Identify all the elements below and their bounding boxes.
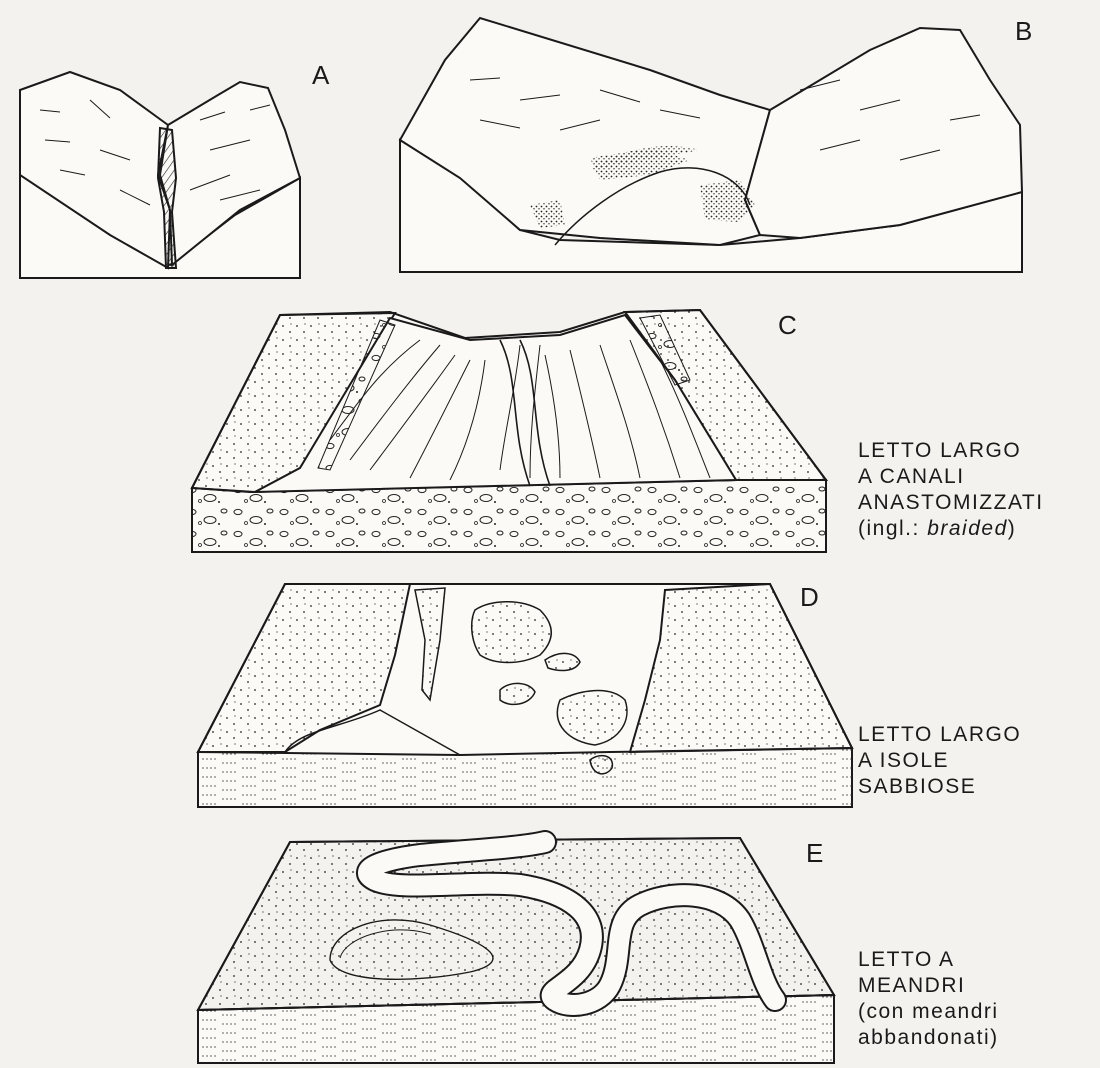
caption-meanders: LETTO A MEANDRI (con meandri abbandonati… — [858, 947, 999, 1051]
panel-c-block — [192, 310, 826, 552]
panel-c-label: C — [778, 310, 798, 341]
caption-line: LETTO LARGO — [858, 722, 1021, 748]
caption-line: ANASTOMIZZATI — [858, 490, 1044, 516]
caption-note-italic: braided — [927, 517, 1008, 540]
caption-note-prefix: (ingl.: — [858, 517, 927, 540]
panel-b-block — [400, 18, 1022, 272]
panel-d-block — [198, 584, 852, 807]
caption-line: A CANALI — [858, 464, 1044, 490]
caption-line: SABBIOSE — [858, 774, 1021, 800]
panel-b-label: B — [1015, 16, 1033, 47]
caption-note: (ingl.: braided) — [858, 516, 1044, 542]
panel-e-block — [198, 838, 834, 1063]
caption-line: MEANDRI — [858, 973, 999, 999]
caption-line: LETTO LARGO — [858, 438, 1044, 464]
caption-note-suffix: ) — [1008, 517, 1017, 540]
panel-d-label: D — [800, 582, 820, 613]
caption-line: abbandonati) — [858, 1025, 999, 1051]
caption-line: (con meandri — [858, 999, 999, 1025]
caption-sand-islands: LETTO LARGO A ISOLE SABBIOSE — [858, 722, 1021, 800]
caption-line: A ISOLE — [858, 748, 1021, 774]
panel-e-label: E — [806, 838, 824, 869]
panel-a-label: A — [312, 60, 330, 91]
panel-a-block — [20, 72, 300, 278]
caption-line: LETTO A — [858, 947, 999, 973]
caption-braided: LETTO LARGO A CANALI ANASTOMIZZATI (ingl… — [858, 438, 1044, 542]
